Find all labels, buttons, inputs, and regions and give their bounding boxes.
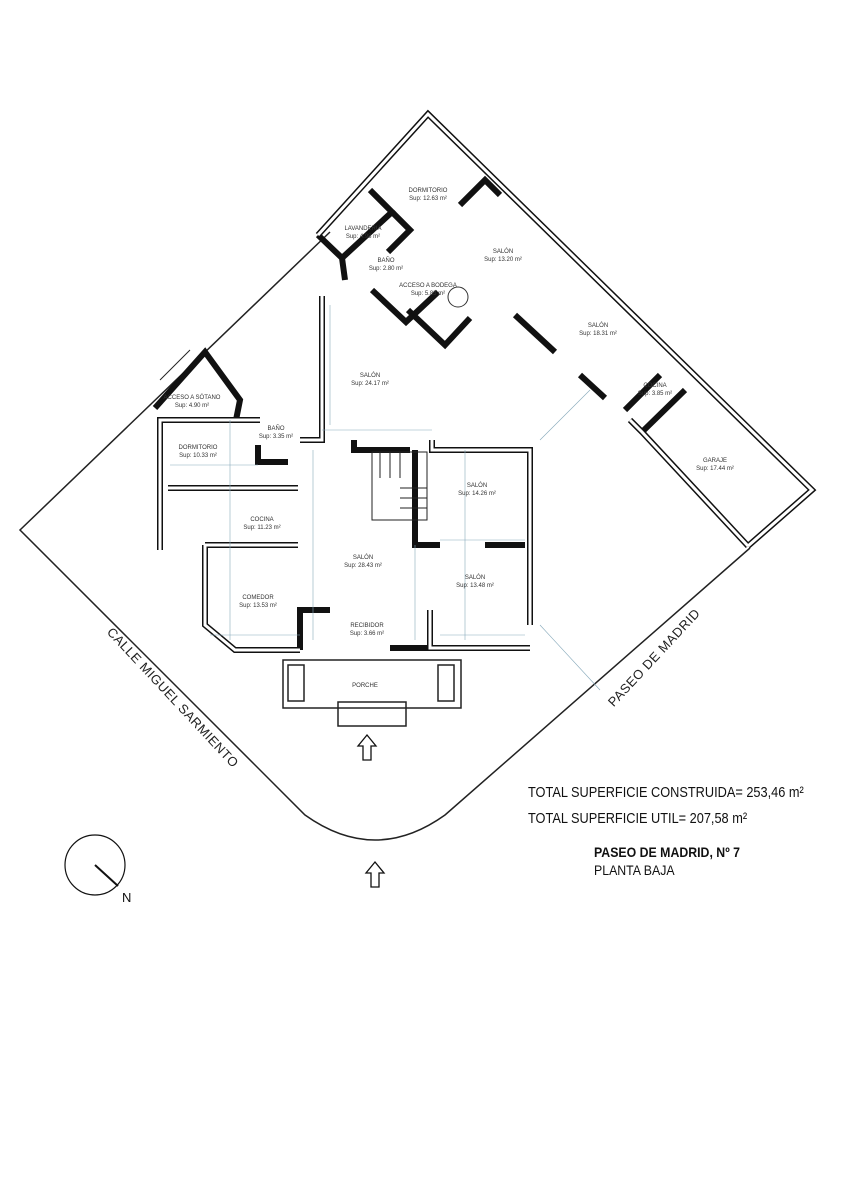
north-compass-icon: [64, 834, 126, 896]
room-label: SALÓN Sup: 13.20 m²: [484, 248, 522, 264]
room-name: SALÓN: [352, 555, 374, 561]
room-name: BAÑO: [377, 258, 395, 264]
room-label: BAÑO Sup: 3.35 m²: [259, 425, 293, 441]
room-label: DORMITORIO Sup: 10.33 m²: [179, 444, 218, 460]
room-area: Sup: 3.85 m²: [637, 391, 673, 397]
room-name: PORCHE: [352, 683, 378, 689]
room-name: ACCESO A BODEGA: [399, 283, 457, 289]
room-label: SALÓN Sup: 24.17 m²: [351, 372, 389, 388]
room-label: DORMITORIO Sup: 12.63 m²: [409, 187, 448, 203]
room-area: Sup: 4.90 m²: [174, 403, 210, 409]
room-label: ACCESO A BODEGA Sup: 5.83 m²: [399, 282, 457, 298]
room-name: SALÓN: [466, 483, 488, 489]
room-label: SALÓN Sup: 13.48 m²: [456, 574, 494, 590]
room-label: LAVANDERIA Sup: 4.98 m²: [344, 225, 381, 241]
room-area: Sup: 17.44 m²: [696, 466, 734, 472]
room-label: COMEDOR Sup: 13.53 m²: [239, 594, 277, 610]
staircase: [371, 451, 428, 521]
room-name: ACCESO A SÓTANO: [163, 395, 221, 401]
plan-subtitle: PLANTA BAJA: [594, 862, 675, 878]
total-superficie-util: TOTAL SUPERFICIE UTIL= 207,58 m²: [528, 810, 748, 827]
room-area: Sup: 3.35 m²: [258, 434, 294, 440]
room-label: COCINA Sup: 11.23 m²: [243, 516, 280, 532]
room-area: Sup: 11.23 m²: [243, 525, 281, 531]
room-name: SALÓN: [359, 373, 381, 379]
room-area: Sup: 12.63 m²: [409, 196, 447, 202]
room-area: Sup: 13.20 m²: [484, 257, 522, 263]
room-label: PORCHE: [352, 682, 378, 690]
room-area: Sup: 4.98 m²: [345, 234, 381, 240]
room-label: SALÓN Sup: 18.31 m²: [579, 322, 617, 338]
dimension-lines: [170, 305, 601, 691]
room-area: Sup: 28.43 m²: [344, 563, 382, 569]
room-name: DORMITORIO: [408, 188, 448, 194]
room-name: GARAJE: [702, 458, 727, 464]
room-name: RECIBIDOR: [350, 623, 384, 629]
entrance-arrow-icon: [356, 733, 378, 761]
room-area: Sup: 13.48 m²: [456, 583, 494, 589]
room-name: BAÑO: [267, 426, 285, 432]
room-label: COCINA Sup: 3.85 m²: [638, 382, 672, 398]
room-name: COMEDOR: [242, 595, 274, 601]
room-name: LAVANDERIA: [344, 226, 382, 232]
room-area: Sup: 13.53 m²: [239, 603, 277, 609]
building-walls-inner: [158, 111, 815, 652]
room-name: DORMITORIO: [178, 445, 218, 451]
room-area: Sup: 5.83 m²: [410, 291, 446, 297]
room-area: Sup: 2.80 m²: [368, 266, 404, 272]
room-label: SALÓN Sup: 14.26 m²: [458, 482, 496, 498]
spiral-stair: [447, 286, 469, 308]
room-area: Sup: 24.17 m²: [351, 381, 389, 387]
room-label: RECIBIDOR Sup: 3.66 m²: [350, 622, 384, 638]
room-area: Sup: 18.31 m²: [579, 331, 617, 337]
room-area: Sup: 10.33 m²: [179, 453, 217, 459]
room-name: SALÓN: [492, 249, 514, 255]
porch: [282, 659, 462, 727]
building-walls: [152, 109, 817, 653]
room-name: COCINA: [250, 517, 274, 523]
room-name: COCINA: [643, 383, 667, 389]
room-area: Sup: 14.26 m²: [458, 491, 496, 497]
site-boundary: [18, 231, 751, 841]
room-label: GARAJE Sup: 17.44 m²: [696, 457, 734, 473]
room-name: SALÓN: [464, 575, 486, 581]
room-area: Sup: 3.66 m²: [349, 631, 385, 637]
room-label: SALÓN Sup: 28.43 m²: [344, 554, 382, 570]
room-name: SALÓN: [587, 323, 609, 329]
plan-title: PASEO DE MADRID, Nº 7: [594, 844, 740, 860]
north-label: N: [122, 890, 132, 905]
room-label: ACCESO A SÓTANO Sup: 4.90 m²: [164, 394, 221, 410]
site-boundary-inner: [159, 349, 191, 381]
entrance-arrow-icon: [364, 860, 386, 888]
total-superficie-construida: TOTAL SUPERFICIE CONSTRUIDA= 253,46 m²: [528, 784, 804, 801]
room-label: BAÑO Sup: 2.80 m²: [369, 257, 403, 273]
